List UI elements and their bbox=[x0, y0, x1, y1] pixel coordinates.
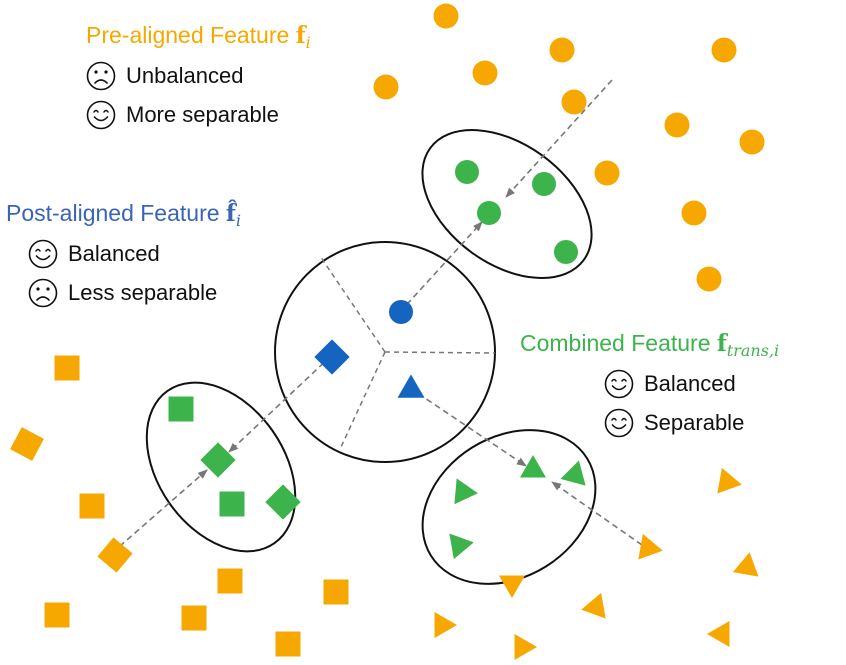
smile-face-icon bbox=[604, 369, 634, 399]
pre-aligned-square-point bbox=[54, 355, 80, 381]
pre-aligned-circle-point bbox=[696, 266, 722, 292]
sector-divider-line bbox=[340, 351, 386, 448]
pre-aligned-title: Pre-aligned Feature fi bbox=[86, 22, 311, 52]
pre-aligned-triangle-point bbox=[717, 467, 742, 494]
pre-aligned-square-point bbox=[97, 537, 133, 573]
post-aligned-item-separable: Less separable bbox=[28, 278, 241, 308]
combined-symbol: f bbox=[716, 330, 727, 357]
post-aligned-item-label: Less separable bbox=[68, 280, 218, 305]
pre-aligned-square-point bbox=[79, 493, 105, 519]
combined-label: Combined Feature bbox=[520, 330, 717, 356]
combined-legend: Combined Feature ftrans,i Balanced Separ… bbox=[520, 330, 779, 438]
smile-face-icon bbox=[86, 100, 116, 130]
pre-aligned-circle-point bbox=[549, 37, 575, 63]
pre-aligned-triangle-point bbox=[514, 634, 538, 660]
pre-aligned-triangle-point bbox=[706, 621, 730, 647]
combined-item-balanced: Balanced bbox=[604, 369, 779, 399]
pre-aligned-triangle-point bbox=[434, 612, 458, 638]
post-aligned-item-label: Balanced bbox=[68, 241, 160, 266]
pre-aligned-subscript: i bbox=[305, 33, 311, 52]
combined-item-label: Balanced bbox=[644, 371, 736, 396]
pre-aligned-item-label: More separable bbox=[126, 102, 279, 127]
alignment-arrow bbox=[111, 469, 208, 554]
post-aligned-square-point bbox=[314, 339, 350, 375]
pre-aligned-circle-point bbox=[594, 160, 620, 186]
pre-aligned-legend: Pre-aligned Feature fi Unbalanced More s… bbox=[86, 22, 311, 130]
pre-aligned-item-unbalanced: Unbalanced bbox=[86, 61, 311, 91]
post-aligned-legend: Post-aligned Feature f̂i Balanced Less s… bbox=[6, 200, 241, 308]
pre-aligned-square-point bbox=[323, 579, 349, 605]
combined-triangle-point bbox=[449, 533, 474, 560]
balanced-feature-circle bbox=[274, 241, 496, 463]
post-aligned-symbol: f̂ bbox=[225, 200, 236, 227]
pre-aligned-square-point bbox=[181, 605, 207, 631]
pre-aligned-item-separable: More separable bbox=[86, 100, 311, 130]
combined-triangle-point bbox=[454, 478, 478, 505]
pre-aligned-circle-point bbox=[373, 74, 399, 100]
combined-square-point bbox=[265, 484, 301, 520]
post-aligned-subscript: i bbox=[235, 211, 241, 230]
combined-circle-point bbox=[455, 160, 479, 184]
post-aligned-label: Post-aligned Feature bbox=[6, 200, 226, 226]
pre-aligned-square-point bbox=[10, 427, 44, 461]
alignment-arrow bbox=[551, 481, 643, 546]
pre-aligned-triangle-point bbox=[732, 552, 759, 577]
circle-class-cluster-ellipse bbox=[421, 129, 593, 279]
post-aligned-title: Post-aligned Feature f̂i bbox=[6, 200, 241, 230]
pre-aligned-circle-point bbox=[433, 3, 459, 29]
combined-circle-point bbox=[532, 172, 556, 196]
pre-aligned-label: Pre-aligned Feature bbox=[86, 22, 296, 48]
pre-aligned-circle-point bbox=[739, 129, 765, 155]
combined-square-point bbox=[200, 442, 236, 478]
combined-item-label: Separable bbox=[644, 410, 745, 435]
combined-triangle-point bbox=[560, 460, 586, 486]
pre-aligned-square-point bbox=[275, 631, 301, 657]
post-aligned-circle-point bbox=[389, 300, 413, 324]
pre-aligned-triangle-point bbox=[581, 592, 606, 619]
pre-aligned-symbol: f bbox=[295, 22, 306, 49]
pre-aligned-item-label: Unbalanced bbox=[126, 63, 244, 88]
combined-subscript: trans,i bbox=[726, 341, 780, 360]
sad-face-icon bbox=[28, 278, 58, 308]
square-class-cluster-ellipse bbox=[145, 381, 297, 553]
pre-aligned-square-point bbox=[44, 602, 70, 628]
smile-face-icon bbox=[604, 408, 634, 438]
combined-square-point bbox=[219, 491, 245, 517]
alignment-arrow bbox=[228, 355, 332, 453]
sector-divider-line bbox=[384, 351, 496, 354]
post-aligned-triangle-point bbox=[397, 374, 425, 398]
combined-circle-point bbox=[477, 201, 501, 225]
combined-item-separable: Separable bbox=[604, 408, 779, 438]
combined-circle-point bbox=[554, 240, 578, 264]
pre-aligned-circle-point bbox=[711, 37, 737, 63]
pre-aligned-circle-point bbox=[664, 112, 690, 138]
pre-aligned-square-point bbox=[217, 568, 243, 594]
combined-triangle-point bbox=[520, 454, 546, 478]
alignment-arrow bbox=[399, 221, 483, 313]
pre-aligned-triangle-point bbox=[499, 575, 525, 599]
alignment-arrow bbox=[505, 79, 613, 198]
pre-aligned-circle-point bbox=[561, 89, 587, 115]
pre-aligned-circle-point bbox=[472, 60, 498, 86]
triangle-class-cluster-ellipse bbox=[421, 429, 597, 585]
pre-aligned-triangle-point bbox=[638, 533, 663, 560]
smile-face-icon bbox=[28, 239, 58, 269]
post-aligned-item-balanced: Balanced bbox=[28, 239, 241, 269]
sector-divider-line bbox=[319, 255, 386, 353]
pre-aligned-circle-point bbox=[681, 200, 707, 226]
sad-face-icon bbox=[86, 61, 116, 91]
alignment-arrow bbox=[409, 387, 527, 467]
combined-title: Combined Feature ftrans,i bbox=[520, 330, 779, 360]
combined-square-point bbox=[168, 396, 194, 422]
